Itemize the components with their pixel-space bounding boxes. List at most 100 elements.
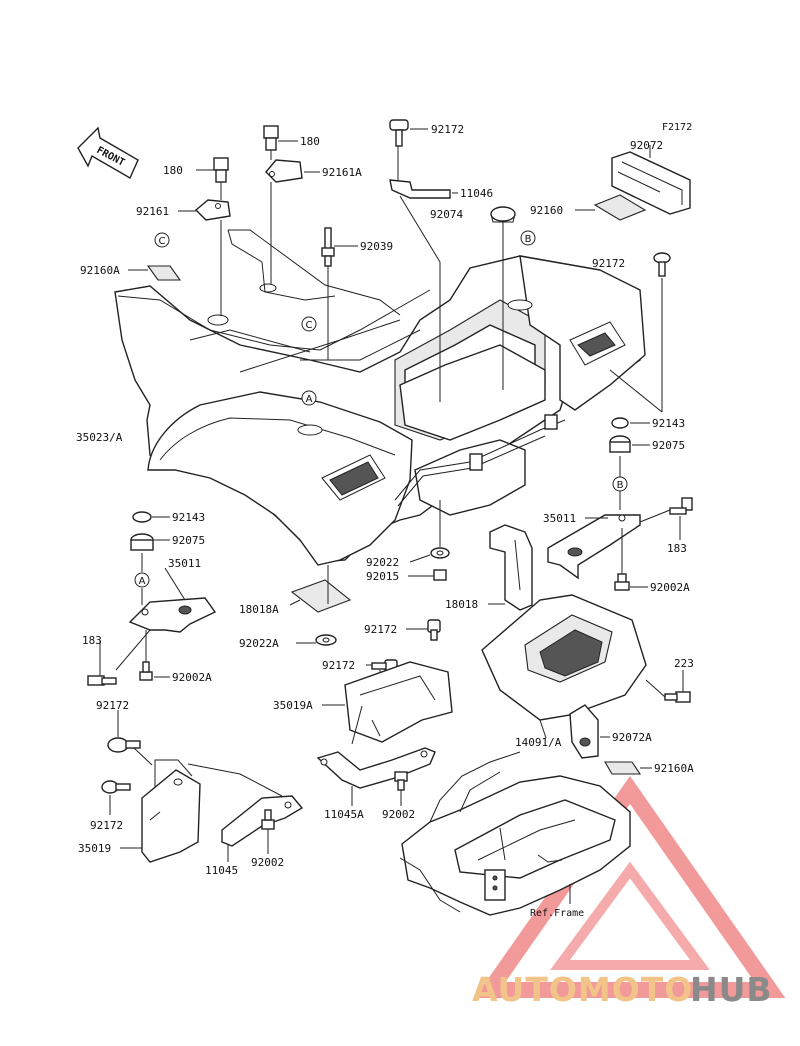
grommet-92022-center [430, 547, 450, 559]
bolt-92172-lower-b [101, 780, 131, 794]
part-label-92039: 92039 [360, 240, 393, 253]
grommet-92143-right [611, 417, 629, 429]
bolt-180-upper [263, 125, 279, 151]
ref-frame-label: Ref.Frame [530, 908, 584, 919]
rear-fender-body [114, 229, 646, 566]
pin-92039 [321, 227, 335, 267]
ref-circle-b-right: B [612, 476, 628, 492]
ref-label-a-left: A [139, 576, 146, 587]
bolt-180-lower [213, 157, 229, 183]
part-label-92143-right: 92143 [652, 417, 685, 430]
ref-circle-c-body: C [301, 316, 317, 332]
part-label-92002-left: 92002 [251, 856, 284, 869]
part-label-35023: 35023/A [76, 431, 123, 444]
ref-circle-a-left: A [134, 572, 150, 588]
part-label-92022a: 92022A [239, 637, 279, 650]
strap-92072a [569, 704, 599, 759]
bracket-11046 [389, 179, 451, 199]
clip-92161 [194, 199, 231, 221]
bolt-183-left [87, 675, 117, 686]
part-label-92172-lower-a: 92172 [96, 699, 129, 712]
part-label-92015: 92015 [366, 570, 399, 583]
bolt-92002a-left [139, 661, 153, 681]
watermark-hub: HUB [690, 970, 773, 1009]
bolt-92002-center [394, 771, 408, 791]
part-label-92161a: 92161A [322, 166, 362, 179]
part-label-11045: 11045 [205, 864, 238, 877]
ref-label-a-body: A [306, 394, 313, 405]
ref-label-b-right: B [617, 480, 624, 491]
part-label-92072: 92072 [630, 139, 663, 152]
grommet-92075-right [609, 435, 631, 453]
part-label-183-right: 183 [667, 542, 687, 555]
part-label-18018a: 18018A [239, 603, 279, 616]
part-label-35019a: 35019A [273, 699, 313, 712]
part-label-35011-left: 35011 [168, 557, 201, 570]
part-label-180-lower: 180 [163, 164, 183, 177]
part-label-92161: 92161 [136, 205, 169, 218]
bracket-11045 [221, 773, 304, 847]
bracket-11045a [316, 747, 436, 789]
flap-35019a [344, 661, 453, 743]
bolt-92002a-right [614, 573, 630, 591]
flap-35019 [141, 759, 201, 863]
bracket-35011-left [128, 597, 217, 633]
part-label-92072a: 92072A [612, 731, 652, 744]
part-labels: 92172 180 11046 92161A 180 92161 92074 9… [76, 123, 694, 877]
part-label-183-left: 183 [82, 634, 102, 647]
part-label-35011-right: 35011 [543, 512, 576, 525]
washer-92022a [315, 634, 337, 646]
part-label-92022: 92022 [366, 556, 399, 569]
diagram-code: F2172 [662, 122, 692, 133]
bolt-92172-top [389, 119, 409, 147]
grommet-92143-left [132, 511, 152, 523]
part-label-92172-right: 92172 [592, 257, 625, 270]
part-label-92160a-left: 92160A [80, 264, 120, 277]
clip-92161a [265, 159, 303, 183]
part-label-18018: 18018 [445, 598, 478, 611]
part-label-92074: 92074 [430, 208, 463, 221]
grommet-92074 [490, 206, 516, 223]
ref-circle-b-top: B [520, 230, 536, 246]
front-arrow: FRONT [77, 126, 139, 179]
part-label-92002-center: 92002 [382, 808, 415, 821]
bolt-183-right [669, 497, 693, 515]
part-label-92160a-right: 92160A [654, 762, 694, 775]
ref-circle-a-body: A [301, 390, 317, 406]
ref-label-c-top: C [159, 236, 166, 247]
grommet-92075-left [130, 533, 154, 551]
part-label-11046: 11046 [460, 187, 493, 200]
part-label-92002a-right: 92002A [650, 581, 690, 594]
bolt-92172-right [653, 252, 671, 277]
part-label-92172-top: 92172 [431, 123, 464, 136]
watermark-auto: AUTOMOTO [472, 970, 693, 1009]
pad-92160 [593, 194, 647, 221]
part-label-11045a: 11045A [324, 808, 364, 821]
part-label-92172-center-a: 92172 [364, 623, 397, 636]
part-label-92160: 92160 [530, 204, 563, 217]
nut-92015 [433, 569, 447, 581]
strap-92072 [611, 151, 691, 215]
part-label-92172-lower-b: 92172 [90, 819, 123, 832]
bolt-92002-left [261, 809, 275, 830]
pad-92160a-right [604, 761, 642, 775]
bolt-223 [664, 691, 691, 703]
pad-92160a-left [146, 265, 182, 281]
part-label-92075-left: 92075 [172, 534, 205, 547]
pad-18018a [290, 579, 352, 613]
ref-circle-c-top: C [154, 232, 170, 248]
part-label-92002a-left: 92002A [172, 671, 212, 684]
bracket-35011-right [547, 514, 641, 580]
part-label-223: 223 [674, 657, 694, 670]
part-label-14091: 14091/A [515, 736, 562, 749]
bracket-18018 [489, 524, 533, 611]
part-label-35019: 35019 [78, 842, 111, 855]
part-label-92075-right: 92075 [652, 439, 685, 452]
part-label-92172-center-b: 92172 [322, 659, 355, 672]
tail-cover-14091 [481, 594, 647, 721]
bolt-92172-center-a [427, 619, 441, 641]
ref-label-c-body: C [306, 320, 313, 331]
part-label-180-upper: 180 [300, 135, 320, 148]
ref-frame [399, 751, 631, 916]
